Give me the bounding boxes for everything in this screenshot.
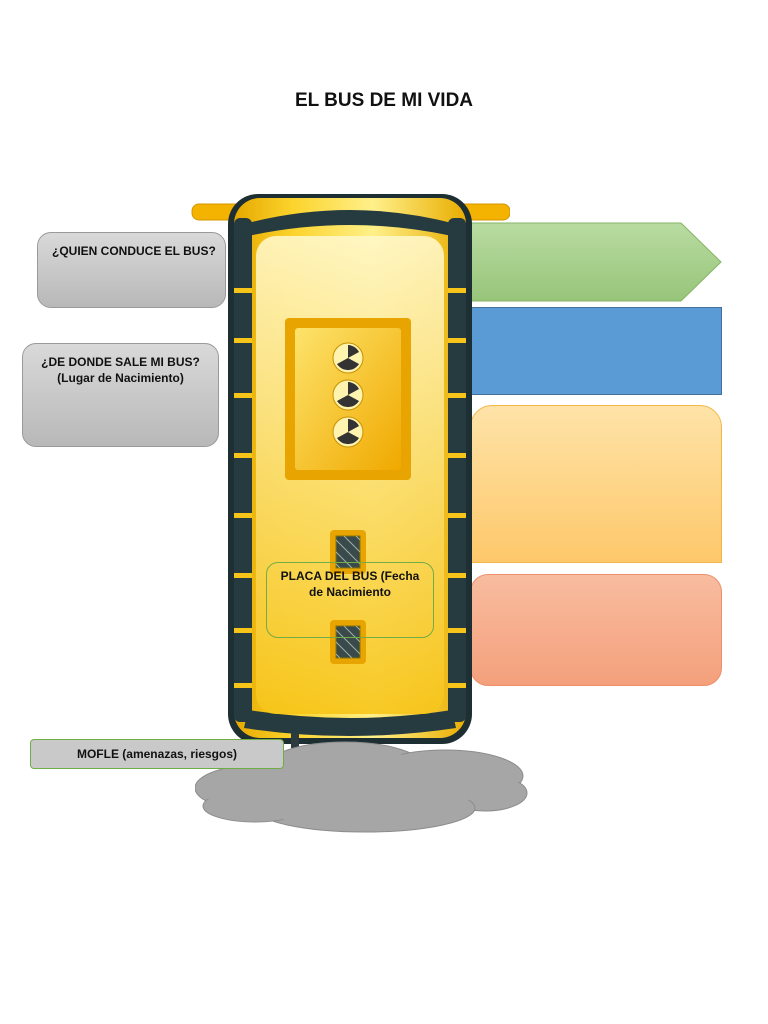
origin-box: ¿DE DONDE SALE MI BUS? (Lugar de Nacimie… [22,343,219,447]
mofle-label: MOFLE (amenazas, riesgos) [76,747,238,761]
salmon-box [470,574,722,686]
origin-sublabel: (Lugar de Nacimiento) [57,371,184,385]
mofle-label-box: MOFLE (amenazas, riesgos) [30,739,284,769]
smoke-cloud [195,741,528,833]
vent-fans [332,342,364,448]
school-bus-illustration [191,194,510,748]
peach-box [470,405,722,563]
driver-label: ¿QUIEN CONDUCE EL BUS? [52,244,216,258]
page-title: EL BUS DE MI VIDA [294,90,474,111]
blue-box [470,307,722,395]
origin-label: ¿DE DONDE SALE MI BUS? [41,355,200,369]
plate-label: PLACA DEL BUS (Fecha [280,569,420,583]
plate-sublabel: de Nacimiento [308,585,392,599]
driver-box: ¿QUIEN CONDUCE EL BUS? [37,232,226,308]
plate-box: PLACA DEL BUS (Fecha de Nacimiento [266,562,434,638]
